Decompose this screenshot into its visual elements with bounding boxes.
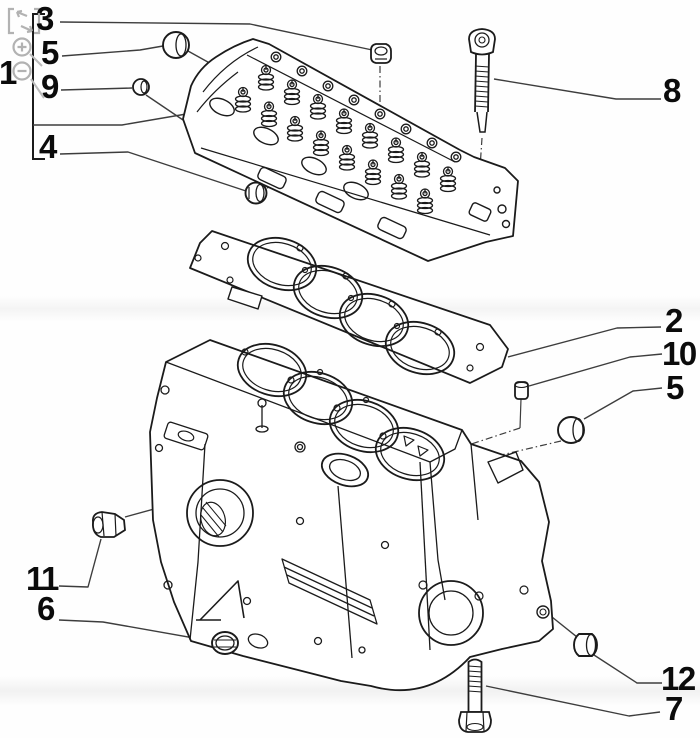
zoom-out-icon[interactable] [11, 60, 35, 84]
callout-3: 3 [36, 0, 54, 37]
part-8-head-bolt [468, 28, 496, 133]
cylinder-head-drawing [182, 38, 519, 262]
callout-4: 4 [39, 128, 57, 165]
zoom-in-icon[interactable] [11, 36, 35, 60]
pan-fit-tool-icon[interactable] [6, 6, 42, 38]
callout-9: 9 [41, 68, 59, 105]
part-9-bush [132, 78, 150, 96]
callout-1: 1 [0, 54, 17, 91]
callout-7: 7 [665, 690, 683, 727]
part-3-cap-nut [370, 43, 392, 64]
callout-2: 2 [665, 302, 683, 339]
dowel-10-drop-line [519, 398, 522, 429]
head-gasket-drawing [189, 230, 509, 384]
part-4-plug [244, 181, 268, 205]
viewer-icon-tails [29, 53, 45, 99]
part-11-threaded-plug [92, 511, 126, 538]
part-10-dowel [514, 381, 529, 400]
callout-10: 10 [662, 335, 697, 372]
part-6-cup-plug [211, 631, 239, 655]
callout-6: 6 [37, 590, 55, 627]
callout-5-top: 5 [41, 34, 59, 71]
callout-12: 12 [661, 660, 696, 697]
callout-8: 8 [663, 72, 681, 109]
callout-11: 11 [26, 560, 59, 597]
callout-5-right: 5 [666, 369, 684, 406]
part-5-cup-plug-right [557, 416, 585, 444]
engine-block-drawing [149, 339, 554, 692]
part-5-cup-plug-top [162, 31, 190, 59]
part-12-bush [573, 633, 598, 657]
part-7-bolt [458, 658, 492, 733]
position-pointer [196, 580, 245, 621]
